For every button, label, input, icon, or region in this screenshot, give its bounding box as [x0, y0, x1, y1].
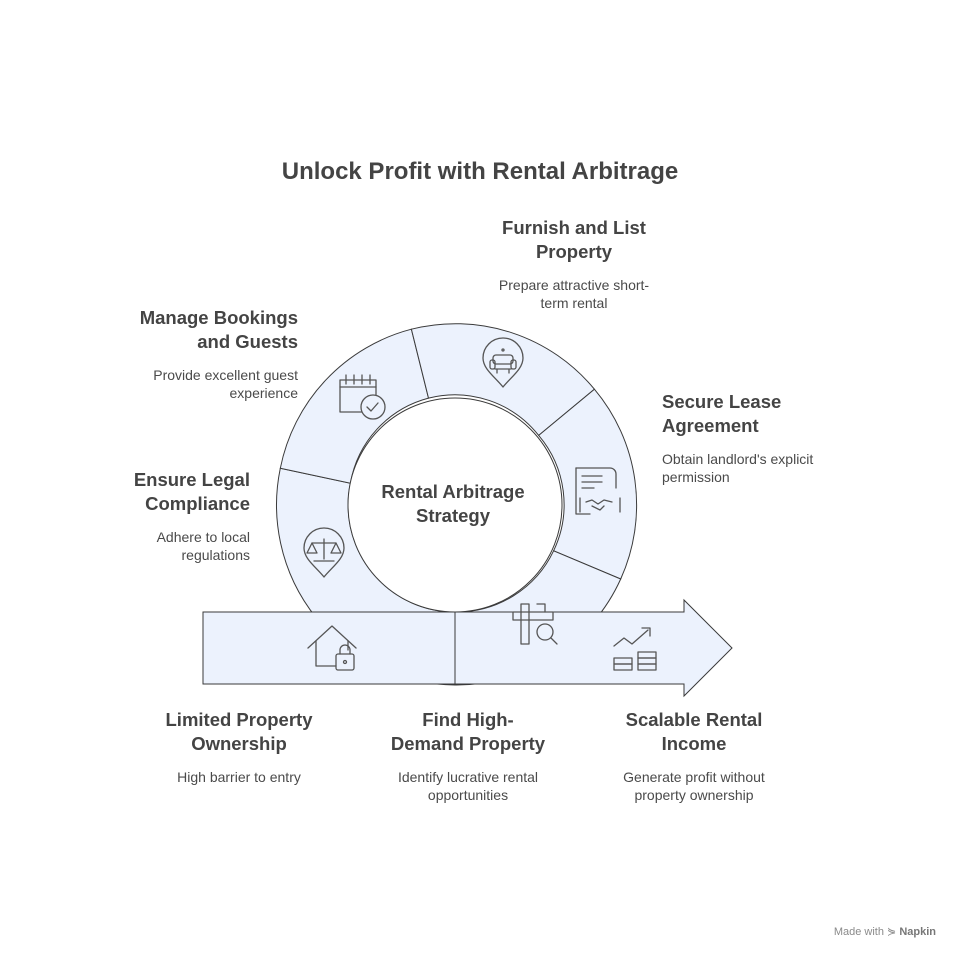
sofa-pin-icon [482, 337, 524, 388]
label-limited: Limited Property Ownership High barrier … [139, 708, 339, 786]
limited-description: High barrier to entry [177, 769, 301, 785]
center-circle [347, 397, 563, 613]
find-title: Find High- Demand Property [390, 709, 546, 754]
secure-description: Obtain landlord's explicit permission [662, 451, 814, 485]
napkin-logo-icon: ⋟ [887, 926, 897, 938]
label-furnish: Furnish and List Property Prepare attrac… [474, 216, 674, 312]
limited-ownership-block [202, 611, 457, 685]
legal-description: Adhere to local regulations [156, 529, 250, 563]
diagram-title: Unlock Profit with Rental Arbitrage [281, 158, 679, 185]
scalable-title: Scalable Rental Income [625, 709, 763, 754]
center-label: Rental Arbitrage Strategy [381, 481, 525, 526]
label-secure: Secure Lease Agreement Obtain landlord's… [662, 390, 862, 486]
house-lock-icon [307, 625, 357, 671]
find-description: Identify lucrative rental opportunities [397, 769, 539, 803]
label-manage: Manage Bookings and Guests Provide excel… [98, 306, 298, 402]
manage-title: Manage Bookings and Guests [139, 307, 298, 352]
manage-description: Provide excellent guest experience [153, 367, 298, 401]
scales-pin-icon [303, 527, 345, 578]
scalable-description: Generate profit without property ownersh… [623, 769, 765, 803]
ring-segment-manage [279, 328, 430, 484]
furnish-description: Prepare attractive short- term rental [498, 277, 650, 311]
coins-growth-icon [613, 627, 657, 671]
contract-handshake-icon [575, 467, 621, 515]
made-with-text: Made with [833, 926, 884, 938]
label-scalable: Scalable Rental Income Generate profit w… [594, 708, 794, 804]
label-find: Find High- Demand Property Identify lucr… [368, 708, 568, 804]
legal-title: Ensure Legal Compliance [133, 469, 250, 514]
limited-title: Limited Property Ownership [165, 709, 313, 754]
scalable-income-arrow [454, 598, 733, 698]
map-search-icon [512, 603, 558, 645]
secure-title: Secure Lease Agreement [662, 391, 782, 436]
label-legal: Ensure Legal Compliance Adhere to local … [50, 468, 250, 564]
made-with-napkin[interactable]: Made with ⋟ Napkin [834, 925, 936, 938]
napkin-brand: Napkin [899, 926, 936, 938]
furnish-title: Furnish and List Property [502, 217, 646, 262]
calendar-check-icon [339, 374, 386, 420]
